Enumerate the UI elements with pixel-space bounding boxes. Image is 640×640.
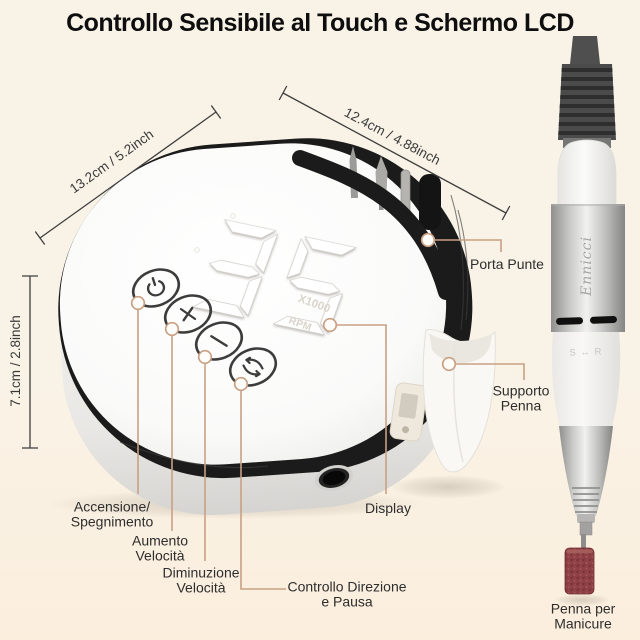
port-hole — [314, 464, 354, 492]
dimension-label-height: 7.1cm / 2.8inch — [7, 315, 23, 407]
label-line: Spegnimento — [70, 513, 154, 529]
label-line: Diminuzione — [162, 564, 240, 581]
label-line: Penna per — [550, 600, 616, 617]
lcd-digits — [192, 219, 357, 336]
callout-label-power: Accensione/ Spegnimento — [70, 498, 154, 529]
callout-dot — [233, 376, 249, 392]
callout-dot — [322, 317, 338, 333]
chuck-collar — [577, 514, 595, 523]
holder-cup — [422, 329, 496, 473]
black-cap-bit — [419, 174, 441, 230]
sanding-band-bit — [564, 547, 595, 595]
callout-label-pen: Penna per Manicure — [550, 600, 616, 631]
callout-dot — [164, 321, 180, 337]
lcd-dot — [194, 247, 200, 253]
handpiece-grip — [551, 332, 621, 426]
page-title: Controllo Sensibile al Touch e Schermo L… — [66, 9, 574, 37]
label-line: Accensione/ — [73, 498, 151, 515]
callout-label-display: Display — [365, 501, 411, 516]
label-line: Controllo Direzione — [287, 578, 407, 595]
height-dimension-line — [22, 275, 38, 449]
handpiece-cap — [557, 139, 617, 207]
band-top-right-edge — [292, 150, 454, 300]
lcd-dot — [230, 213, 236, 219]
minus-icon — [194, 321, 244, 361]
label-line: e Pausa — [321, 593, 373, 609]
vent-slots — [556, 316, 618, 325]
callout-label-pen-holder: Supporto Penna — [492, 382, 550, 413]
callout-dot — [420, 232, 436, 248]
callout-dot — [197, 349, 213, 365]
machine-body — [58, 138, 473, 515]
width-dimension-line — [278, 85, 511, 221]
label-line: Aumento — [131, 532, 189, 549]
callout-label-bit-holder: Porta Punte — [470, 257, 544, 272]
pen-holder — [389, 329, 496, 473]
power-cable — [570, 36, 600, 64]
callout-label-direction: Controllo Direzione e Pausa — [287, 578, 407, 609]
holder-cup-rim — [429, 333, 492, 364]
label-line: Velocità — [135, 547, 185, 563]
label-line: Penna — [500, 397, 542, 413]
handpiece-barrel — [551, 204, 625, 332]
callout-dot — [130, 295, 146, 311]
touch-buttons — [131, 268, 278, 387]
machine-top-face — [59, 143, 447, 465]
dimension-lines — [22, 85, 511, 449]
nose-ribs — [572, 487, 600, 513]
label-line: Manicure — [554, 615, 612, 631]
callout-label-decrease: Diminuzione Velocità — [162, 564, 240, 595]
label-line: Display — [365, 499, 411, 516]
label-line: Velocità — [176, 579, 226, 595]
label-line: Supporto — [492, 382, 550, 399]
label-line: Porta Punte — [470, 255, 544, 272]
callout-label-increase: Aumento Velocità — [131, 532, 189, 563]
depth-dimension-line — [34, 105, 222, 245]
handpiece: Ennicci S ↔ R — [551, 36, 625, 595]
brand-text: Ennicci — [579, 236, 595, 297]
callout-dot — [441, 356, 457, 372]
direction-marking: S ↔ R — [569, 346, 602, 358]
power-icon — [131, 268, 181, 308]
direction-pause-icon — [228, 347, 278, 387]
handpiece-nose — [559, 426, 613, 516]
plus-icon — [163, 294, 213, 334]
callout-lines — [130, 232, 525, 590]
chuck — [579, 521, 593, 536]
strain-relief — [558, 64, 616, 140]
holder-hinge — [398, 393, 419, 419]
bit-shaft — [581, 534, 586, 550]
